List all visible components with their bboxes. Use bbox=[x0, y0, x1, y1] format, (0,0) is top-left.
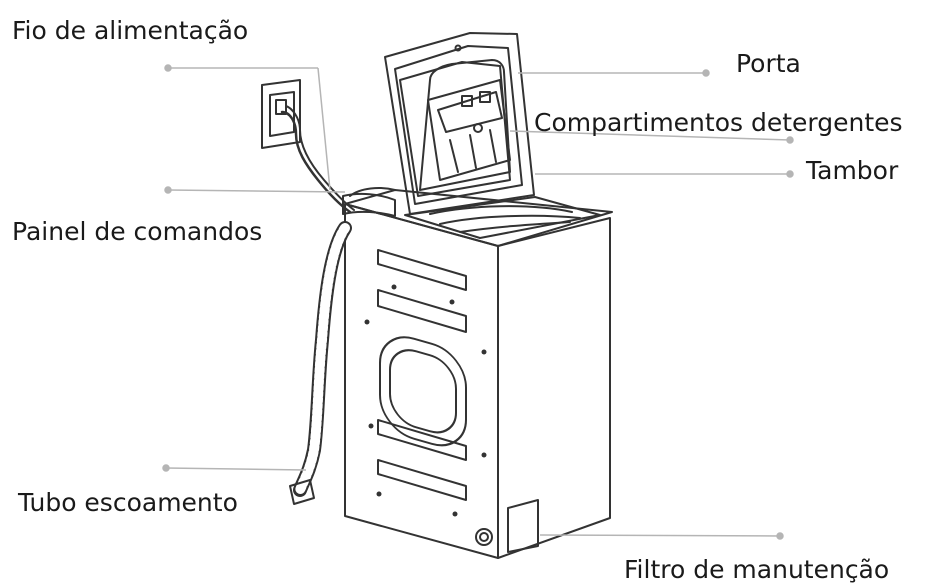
leader-lines bbox=[162, 64, 794, 540]
label-maintenance-filter: Filtro de manutenção bbox=[624, 555, 890, 584]
label-power-cord: Fio de alimentação bbox=[12, 16, 249, 45]
maintenance-filter bbox=[475, 499, 539, 553]
detergent-compartments bbox=[427, 79, 511, 181]
label-control-panel: Painel de comandos bbox=[12, 217, 263, 246]
drum-opening bbox=[404, 196, 601, 239]
control-panel bbox=[342, 192, 396, 217]
power-cord bbox=[280, 110, 352, 214]
front-slots bbox=[377, 249, 467, 501]
label-detergent-compartments: Compartimentos detergentes bbox=[534, 108, 903, 137]
machine-body bbox=[342, 187, 613, 559]
label-drum: Tambor bbox=[806, 156, 899, 185]
door bbox=[384, 32, 535, 215]
label-drain-hose: Tubo escoamento bbox=[18, 488, 238, 517]
screw-holes bbox=[364, 284, 487, 517]
label-door: Porta bbox=[736, 49, 801, 78]
